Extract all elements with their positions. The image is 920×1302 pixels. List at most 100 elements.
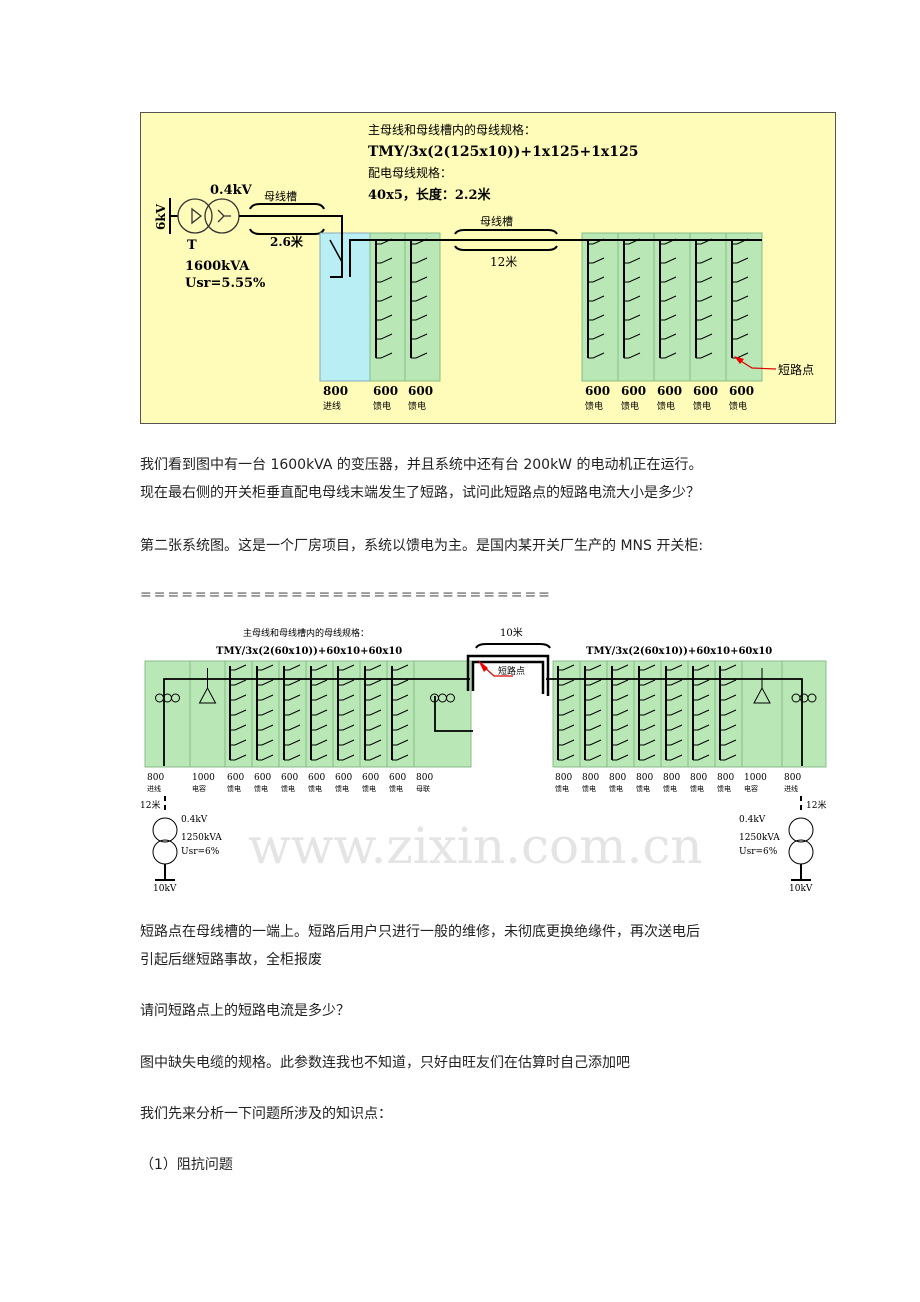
feeder-switch-icon (624, 257, 641, 264)
fault-arrow-icon (478, 660, 488, 672)
feeder-switch-icon (411, 314, 428, 321)
feeder-switch-icon (639, 694, 656, 701)
feeder-switch-icon (284, 739, 301, 746)
transformer-usr: Usr=6% (181, 847, 220, 857)
cabinet-rating: 800 (636, 773, 653, 783)
spec-main: TMY/3x(2(125x10))+1x125+1x125 (368, 144, 638, 160)
feeder-switch-icon (411, 257, 428, 264)
feeder-switch-icon (376, 295, 393, 302)
feeder-switch-icon (392, 664, 409, 671)
spec-left: TMY/3x(2(60x10))+60x10+60x10 (216, 646, 402, 657)
feeder-switch-icon (660, 333, 677, 340)
feeder-switch-icon (338, 679, 355, 686)
feeder-switch-icon (693, 709, 710, 716)
cabinet-type: 进线 (147, 784, 161, 793)
cabinet-rating: 600 (408, 384, 433, 398)
feeder-switch-icon (338, 709, 355, 716)
feeder-switch-icon (230, 754, 247, 761)
paragraph-7: 图中缺失电缆的规格。此参数连我也不知道，只好由旺友们在估算时自己添加吧 (140, 1055, 630, 1071)
paragraph-3: 第二张系统图。这是一个厂房项目，系统以馈电为主。是国内某开关厂生产的 MNS 开… (140, 538, 704, 554)
breaker-ct-icon (791, 693, 817, 703)
cabinet-type: 馈电 (227, 784, 241, 793)
cabinet-type: 馈电 (582, 784, 596, 793)
feeder-switch-icon (558, 724, 575, 731)
diagram-1-single-line: 主母线和母线槽内的母线规格： TMY/3x(2(125x10))+1x125+1… (140, 112, 836, 424)
feeder-switch-icon (732, 295, 749, 302)
feeder-switch-icon (696, 333, 713, 340)
cabinet-type: 馈电 (362, 784, 376, 793)
feeder-switch-icon (666, 709, 683, 716)
busway-mid-label: 母线槽 (480, 214, 513, 228)
capacitor-icon (753, 686, 771, 704)
feeder-switch-icon (732, 257, 749, 264)
feeder-switch-icon (230, 709, 247, 716)
feeder-switch-icon (376, 314, 393, 321)
feeder-switch-icon (338, 694, 355, 701)
feeder-switch-icon (365, 694, 382, 701)
cabinet-type: 馈电 (389, 784, 403, 793)
feeder-switch-icon (585, 754, 602, 761)
cabinet-rating: 600 (657, 384, 682, 398)
fault-arrow-icon (734, 356, 744, 364)
feeder-switch-icon (411, 276, 428, 283)
feeder-switch-icon (284, 724, 301, 731)
feeder-switch-icon (696, 276, 713, 283)
incoming-breaker-icon (329, 239, 343, 263)
feeder-switch-icon (411, 333, 428, 340)
paragraph-9: （1）阻抗问题 (140, 1157, 233, 1173)
busway-mid-icon (454, 229, 558, 251)
cabinet-type: 馈电 (663, 784, 677, 793)
feeder-switch-icon (392, 709, 409, 716)
feeder-switch-icon (693, 679, 710, 686)
feeder-switch-icon (666, 694, 683, 701)
feeder-switch-icon (365, 664, 382, 671)
feeder-switch-icon (257, 724, 274, 731)
cabinet-rating: 600 (254, 773, 271, 783)
feeder-switch-icon (392, 754, 409, 761)
feeder-switch-icon (588, 257, 605, 264)
feeder-switch-icon (720, 679, 737, 686)
feeder-switch-icon (311, 709, 328, 716)
transformer-t: T (187, 238, 197, 253)
feeder-switch-icon (639, 754, 656, 761)
feeder-switch-icon (696, 257, 713, 264)
fault-point-label: 短路点 (498, 665, 525, 677)
cabinet-rating: 600 (621, 384, 646, 398)
feeder-switch-icon (585, 739, 602, 746)
feeder-switch-icon (666, 754, 683, 761)
lv-label: 0.4kV (181, 815, 208, 825)
transformer-icon (788, 817, 814, 843)
transformer-rating: 1250kVA (181, 833, 222, 843)
feeder-switch-icon (720, 724, 737, 731)
transformer-icon (152, 817, 178, 843)
feeder-switch-icon (732, 333, 749, 340)
feeder-switch-icon (230, 679, 247, 686)
busway-icon (475, 643, 551, 649)
cabinet-rating: 1000 (744, 773, 767, 783)
feeder-switch-icon (284, 664, 301, 671)
cabinet-rating: 800 (582, 773, 599, 783)
feeder-switch-icon (411, 352, 428, 359)
cabinet-type: 母联 (416, 784, 430, 793)
feeder-switch-icon (588, 295, 605, 302)
cabinet-rating: 1000 (192, 773, 215, 783)
feeder-switch-icon (365, 679, 382, 686)
feeder-switch-icon (257, 664, 274, 671)
feeder-switch-icon (338, 664, 355, 671)
feeder-switch-icon (696, 314, 713, 321)
fault-point-label: 短路点 (778, 362, 814, 377)
cabinet-type: 馈电 (717, 784, 731, 793)
feeder-switch-icon (588, 352, 605, 359)
transformer-group: 12米0.4kV1250kVAUsr=6%10kV12米0.4kV1250kVA… (140, 796, 826, 893)
feeder-switch-icon (720, 709, 737, 716)
cabinet-group: 800进线1000电容600馈电600馈电600馈电600馈电600馈电600馈… (144, 660, 827, 793)
busway-conductors (466, 654, 550, 696)
feeder-switch-icon (624, 333, 641, 340)
diagram-2-single-line: www.zixin.com.cn 主母线和母线槽内的母线规格： TMY/3x(2… (140, 626, 827, 893)
left-main-busbar (163, 678, 473, 766)
spec-dist: 40x5，长度：2.2米 (368, 187, 492, 203)
hv-bus (791, 864, 811, 881)
transformer-rating: 1250kVA (739, 833, 780, 843)
feeder-switch-icon (392, 694, 409, 701)
